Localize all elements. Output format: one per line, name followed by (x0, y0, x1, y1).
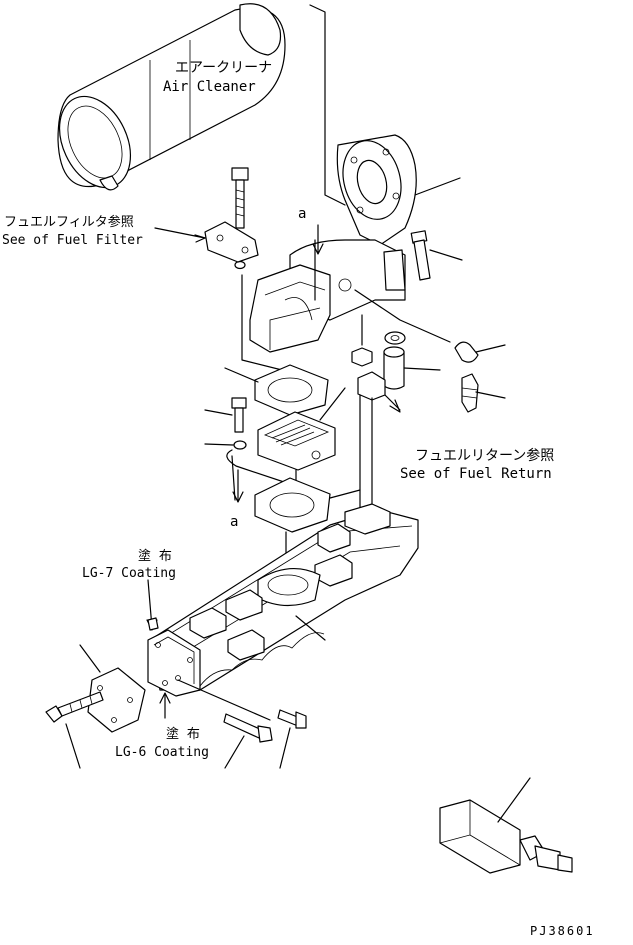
bolt-top (231, 167, 249, 270)
sensor (461, 373, 506, 413)
air-cleaner (57, 3, 286, 191)
intake-heater (226, 387, 346, 501)
bolt-left (45, 691, 104, 769)
bolt-heater (204, 397, 247, 450)
bolt-short (277, 709, 307, 769)
fuel-filter-label-en: See of Fuel Filter (2, 233, 143, 248)
gasket-lower (254, 477, 361, 566)
view-arrow-bottom: a (230, 469, 244, 530)
view-mark-bottom: a (230, 514, 238, 530)
pin-part (439, 777, 573, 874)
drawing-code: PJ38601 (530, 924, 595, 938)
washer-right (384, 331, 406, 345)
gasket-upper (224, 364, 329, 416)
fuel-return-label-en: See of Fuel Return (400, 466, 552, 482)
bolt-long (223, 713, 273, 769)
fuel-return-label-jp: フュエルリターン参照 (415, 447, 554, 464)
fuel-return-connector (357, 371, 401, 516)
lg6-label-jp: 塗 布 (166, 726, 200, 742)
lg7-label-jp: 塗 布 (138, 548, 172, 564)
view-mark-top: a (298, 206, 306, 222)
fuel-filter-bracket (154, 221, 259, 263)
air-cleaner-label-jp: エアークリーナ (175, 60, 272, 76)
lg6-label-en: LG-6 Coating (115, 745, 209, 760)
sleeve (383, 346, 441, 390)
intake-manifold (147, 503, 419, 721)
lg7-label-en: LG-7 Coating (82, 566, 176, 581)
air-cleaner-label-en: Air Cleaner (163, 79, 256, 95)
nut-small (351, 314, 373, 367)
bolt-right (410, 230, 463, 281)
view-arrow-top: a (298, 206, 324, 255)
cover-plate (79, 644, 146, 733)
elbow-fitting (454, 341, 506, 363)
fuel-filter-label-jp: フュエルフィルタ参照 (4, 214, 134, 230)
lg6-arrow (159, 692, 171, 719)
intake-cover (241, 239, 331, 373)
lg7-arrow (146, 579, 159, 631)
